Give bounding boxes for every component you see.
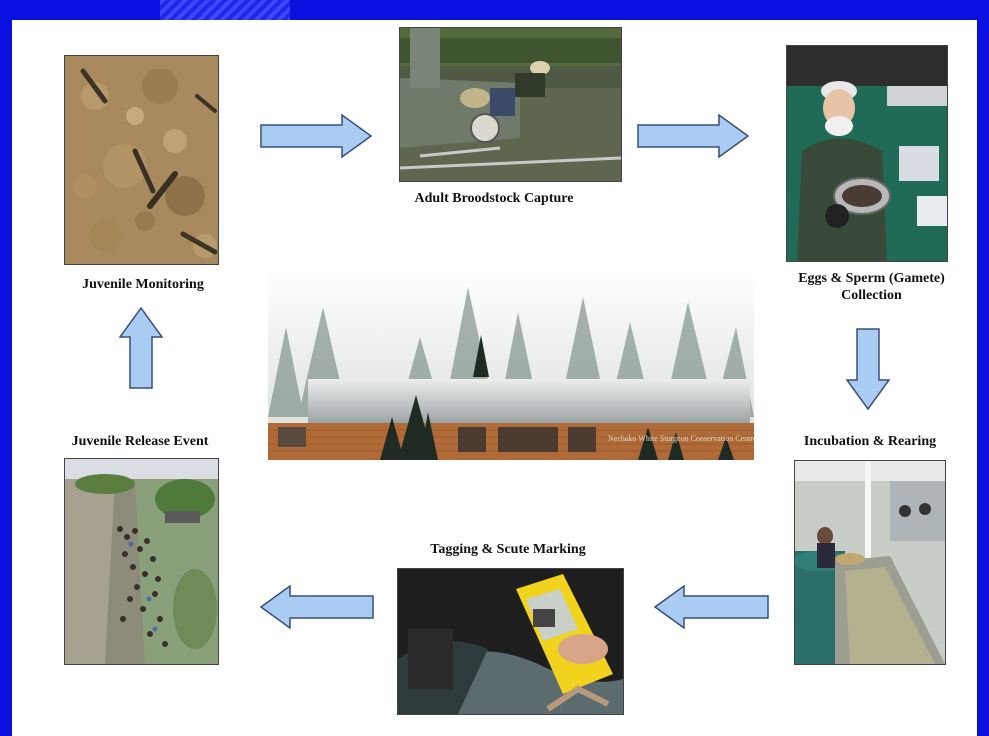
gamete-collection-label: Eggs & Sperm (Gamete) Collection [764, 270, 979, 304]
gamete-collection-label-line1: Eggs & Sperm (Gamete) [798, 271, 945, 286]
incubation-rearing-photo [794, 460, 946, 665]
adult-broodstock-capture-label-text: Adult Broodstock Capture [414, 191, 574, 206]
arrow-capture-to-gamete [637, 114, 749, 158]
frame-top-bar [0, 0, 989, 20]
adult-broodstock-capture-label: Adult Broodstock Capture [389, 190, 599, 207]
arrow-incubation-to-tagging [654, 585, 769, 629]
arrow-monitoring-to-capture [260, 114, 372, 158]
arrow-tagging-to-release [260, 585, 374, 629]
juvenile-release-event-photo [64, 458, 219, 665]
arrow-release-to-monitoring [119, 307, 163, 389]
gamete-collection-label-line2: Collection [841, 288, 902, 303]
gamete-collection-photo [786, 45, 948, 262]
frame-top-stripe [160, 0, 290, 20]
frame-left-bar [0, 0, 12, 736]
juvenile-monitoring-label: Juvenile Monitoring [82, 277, 204, 292]
juvenile-monitoring-photo [64, 55, 219, 265]
frame-right-bar [977, 0, 989, 736]
tagging-scute-marking-label: Tagging & Scute Marking [430, 542, 586, 557]
juvenile-release-event-label: Juvenile Release Event [71, 434, 209, 449]
adult-broodstock-capture-photo [399, 27, 622, 182]
conservation-centre-rendering: Nechako White Sturgeon Conservation Cent… [268, 267, 754, 460]
conservation-centre-sign: Nechako White Sturgeon Conservation Cent… [608, 434, 754, 443]
arrow-gamete-to-incubation [846, 328, 890, 410]
tagging-scute-marking-photo [397, 568, 624, 715]
incubation-rearing-label: Incubation & Rearing [803, 434, 937, 449]
